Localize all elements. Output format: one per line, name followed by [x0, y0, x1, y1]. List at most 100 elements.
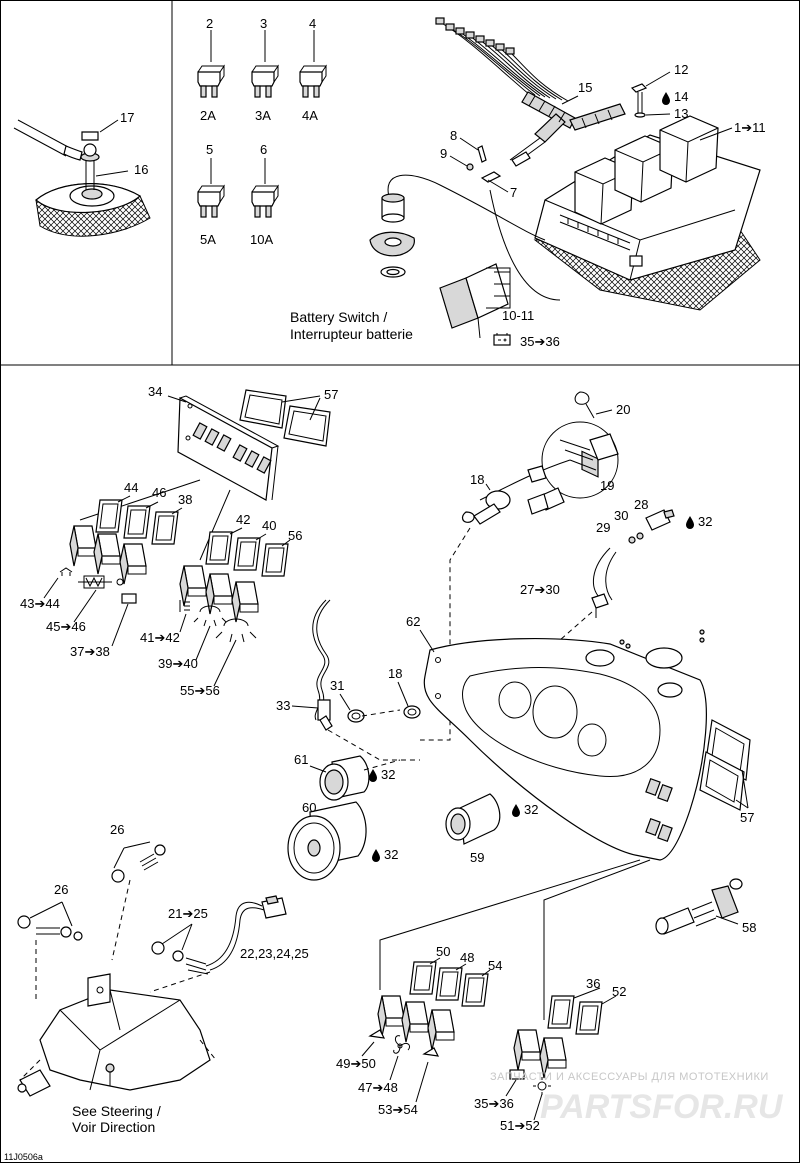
droplet-icon — [372, 849, 380, 862]
callout-31: 31 — [330, 678, 344, 693]
droplet-icon — [662, 92, 670, 105]
callout-50: 50 — [436, 944, 450, 959]
battery-switch-caption-en: Battery Switch / — [290, 309, 387, 325]
callout-55-56: 55➔56 — [180, 683, 220, 698]
callout-59: 59 — [470, 850, 484, 865]
fuse-rating-10a: 10A — [250, 232, 273, 247]
callout-56: 56 — [288, 528, 302, 543]
fuse-rating-3a: 3A — [255, 108, 271, 123]
callout-51-52: 51➔52 — [500, 1118, 540, 1133]
callout-47-48: 47➔48 — [358, 1080, 398, 1095]
steering-mount-assembly — [17, 841, 287, 1097]
callout-62: 62 — [406, 614, 420, 629]
fan-icon — [393, 1035, 411, 1054]
fuse-ref-6: 6 — [260, 142, 267, 157]
part-58 — [655, 878, 743, 935]
fuse-rating-2a: 2A — [200, 108, 216, 123]
callout-26-top: 26 — [110, 822, 124, 837]
dash-panel-assembly — [312, 599, 751, 861]
callout-35-36-lower: 35➔36 — [474, 1096, 514, 1111]
fuse-ref-3: 3 — [260, 16, 267, 31]
callout-7: 7 — [510, 185, 517, 200]
watermark-text: ЗАПЧАСТИ И АКСЕССУАРЫ ДЛЯ МОТОТЕХНИКИ — [490, 1071, 769, 1083]
callout-45-46: 45➔46 — [46, 619, 86, 634]
callout-46: 46 — [152, 485, 166, 500]
callout-21-25: 21➔25 — [168, 906, 208, 921]
see-steering-caption-fr: Voir Direction — [72, 1119, 155, 1135]
callout-18-lower: 18 — [388, 666, 402, 681]
light-icon — [533, 1077, 551, 1095]
switch-group-center — [361, 859, 641, 1103]
callout-20: 20 — [616, 402, 630, 417]
callout-10-11: 10-11 — [502, 308, 534, 323]
callout-19: 19 — [600, 478, 614, 493]
callout-37-38: 37➔38 — [70, 644, 110, 659]
callout-60: 60 — [302, 800, 316, 815]
callout-14: 14 — [674, 89, 688, 104]
droplet-icon — [686, 516, 694, 529]
callout-32-b: 32 — [381, 767, 395, 782]
fuse-rating-5a: 5A — [200, 232, 216, 247]
callout-16: 16 — [134, 162, 148, 177]
callout-33: 33 — [276, 698, 290, 713]
callout-52: 52 — [612, 984, 626, 999]
callout-40: 40 — [262, 518, 276, 533]
callout-48: 48 — [460, 950, 474, 965]
callout-32-c: 32 — [384, 847, 398, 862]
horn-icon — [422, 1047, 440, 1057]
callout-34: 34 — [148, 384, 162, 399]
callout-58: 58 — [742, 920, 756, 935]
horn-icon — [368, 1029, 386, 1039]
callout-22-23-24-25: 22,23,24,25 — [240, 946, 309, 961]
fuse-ref-5: 5 — [206, 142, 213, 157]
callout-57-lower: 57 — [740, 810, 754, 825]
switch-panel-assembly — [43, 389, 331, 687]
battery-switch-caption-fr: Interrupteur batterie — [290, 326, 413, 342]
callout-18-top: 18 — [470, 472, 484, 487]
callout-9: 9 — [440, 146, 447, 161]
callout-54: 54 — [488, 958, 502, 973]
bulb-icon — [116, 578, 124, 586]
callout-28: 28 — [634, 497, 648, 512]
callout-17: 17 — [120, 110, 134, 125]
headlight-icon — [179, 600, 190, 612]
fuse-ref-4: 4 — [309, 16, 316, 31]
fuse-box-assembly — [369, 17, 761, 478]
switch-group-right — [505, 859, 651, 1121]
callout-44: 44 — [124, 480, 138, 495]
watermark-brand: PARTSFOR.RU — [540, 1088, 784, 1126]
light-beam-icon — [193, 605, 257, 643]
fuses — [197, 30, 327, 218]
callout-27-30: 27➔30 — [520, 582, 560, 597]
callout-61: 61 — [294, 752, 308, 767]
callout-26-left: 26 — [54, 882, 68, 897]
droplet-icon — [512, 804, 520, 817]
battery-icon — [509, 1069, 525, 1080]
callout-32-a: 32 — [698, 514, 712, 529]
callout-39-40: 39➔40 — [158, 656, 198, 671]
callout-35-36-top: 35➔36 — [520, 334, 560, 349]
battery-icon — [493, 333, 511, 346]
callout-12: 12 — [674, 62, 688, 77]
figure-code: 11J0506a — [4, 1152, 43, 1162]
callout-29: 29 — [596, 520, 610, 535]
callout-36: 36 — [586, 976, 600, 991]
battery-icon — [121, 593, 137, 604]
callout-49-50: 49➔50 — [336, 1056, 376, 1071]
light-beam-icon — [59, 567, 73, 576]
heater-icon — [78, 575, 112, 589]
see-steering-caption-en: See Steering / — [72, 1103, 161, 1119]
droplet-icon — [369, 769, 377, 782]
callout-57-top: 57 — [324, 387, 338, 402]
fuse-ref-2: 2 — [206, 16, 213, 31]
fuse-rating-4a: 4A — [302, 108, 318, 123]
callout-8: 8 — [450, 128, 457, 143]
callout-15: 15 — [578, 80, 592, 95]
callout-43-44: 43➔44 — [20, 596, 60, 611]
callout-53-54: 53➔54 — [378, 1102, 418, 1117]
ground-post-assembly — [13, 119, 151, 237]
callout-38: 38 — [178, 492, 192, 507]
callout-30: 30 — [614, 508, 628, 523]
callout-32-d: 32 — [524, 802, 538, 817]
callout-13: 13 — [674, 106, 688, 121]
